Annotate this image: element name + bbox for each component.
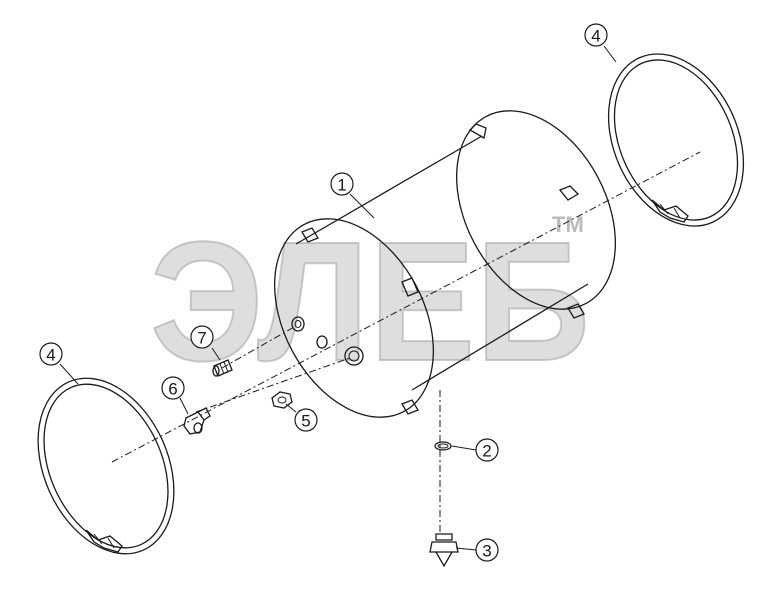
port-leader-upper — [221, 325, 297, 369]
watermark-logo: ЭЛЕБ TM — [149, 206, 591, 398]
seal-ring — [434, 441, 452, 451]
port-leader-lower — [195, 357, 351, 413]
elbow-fitting — [183, 407, 211, 435]
watermark-text: ЭЛЕБ — [150, 207, 590, 397]
svg-text:7: 7 — [197, 329, 206, 348]
tank-body — [273, 110, 617, 418]
svg-text:2: 2 — [482, 442, 491, 461]
drain-plug — [429, 533, 459, 568]
svg-text:6: 6 — [168, 380, 177, 399]
clamp-strap-right — [607, 53, 745, 227]
clamp-strap-left — [37, 377, 175, 555]
svg-text:4: 4 — [591, 27, 600, 46]
callout-4-right: 4 — [584, 23, 608, 47]
svg-text:4: 4 — [46, 346, 55, 365]
tank-axis-line — [111, 151, 701, 463]
callout-2: 2 — [475, 438, 499, 462]
svg-text:3: 3 — [482, 542, 491, 561]
callout-7: 7 — [190, 325, 214, 349]
callout-leaders — [59, 45, 617, 551]
callout-5: 5 — [294, 408, 318, 432]
plug-nut — [271, 391, 293, 409]
callout-4-left: 4 — [39, 342, 63, 366]
callout-6: 6 — [161, 376, 185, 400]
svg-text:5: 5 — [301, 412, 310, 431]
straight-fitting — [212, 359, 233, 377]
callout-3: 3 — [475, 538, 499, 562]
svg-text:1: 1 — [337, 176, 346, 195]
callout-1: 1 — [330, 172, 354, 196]
